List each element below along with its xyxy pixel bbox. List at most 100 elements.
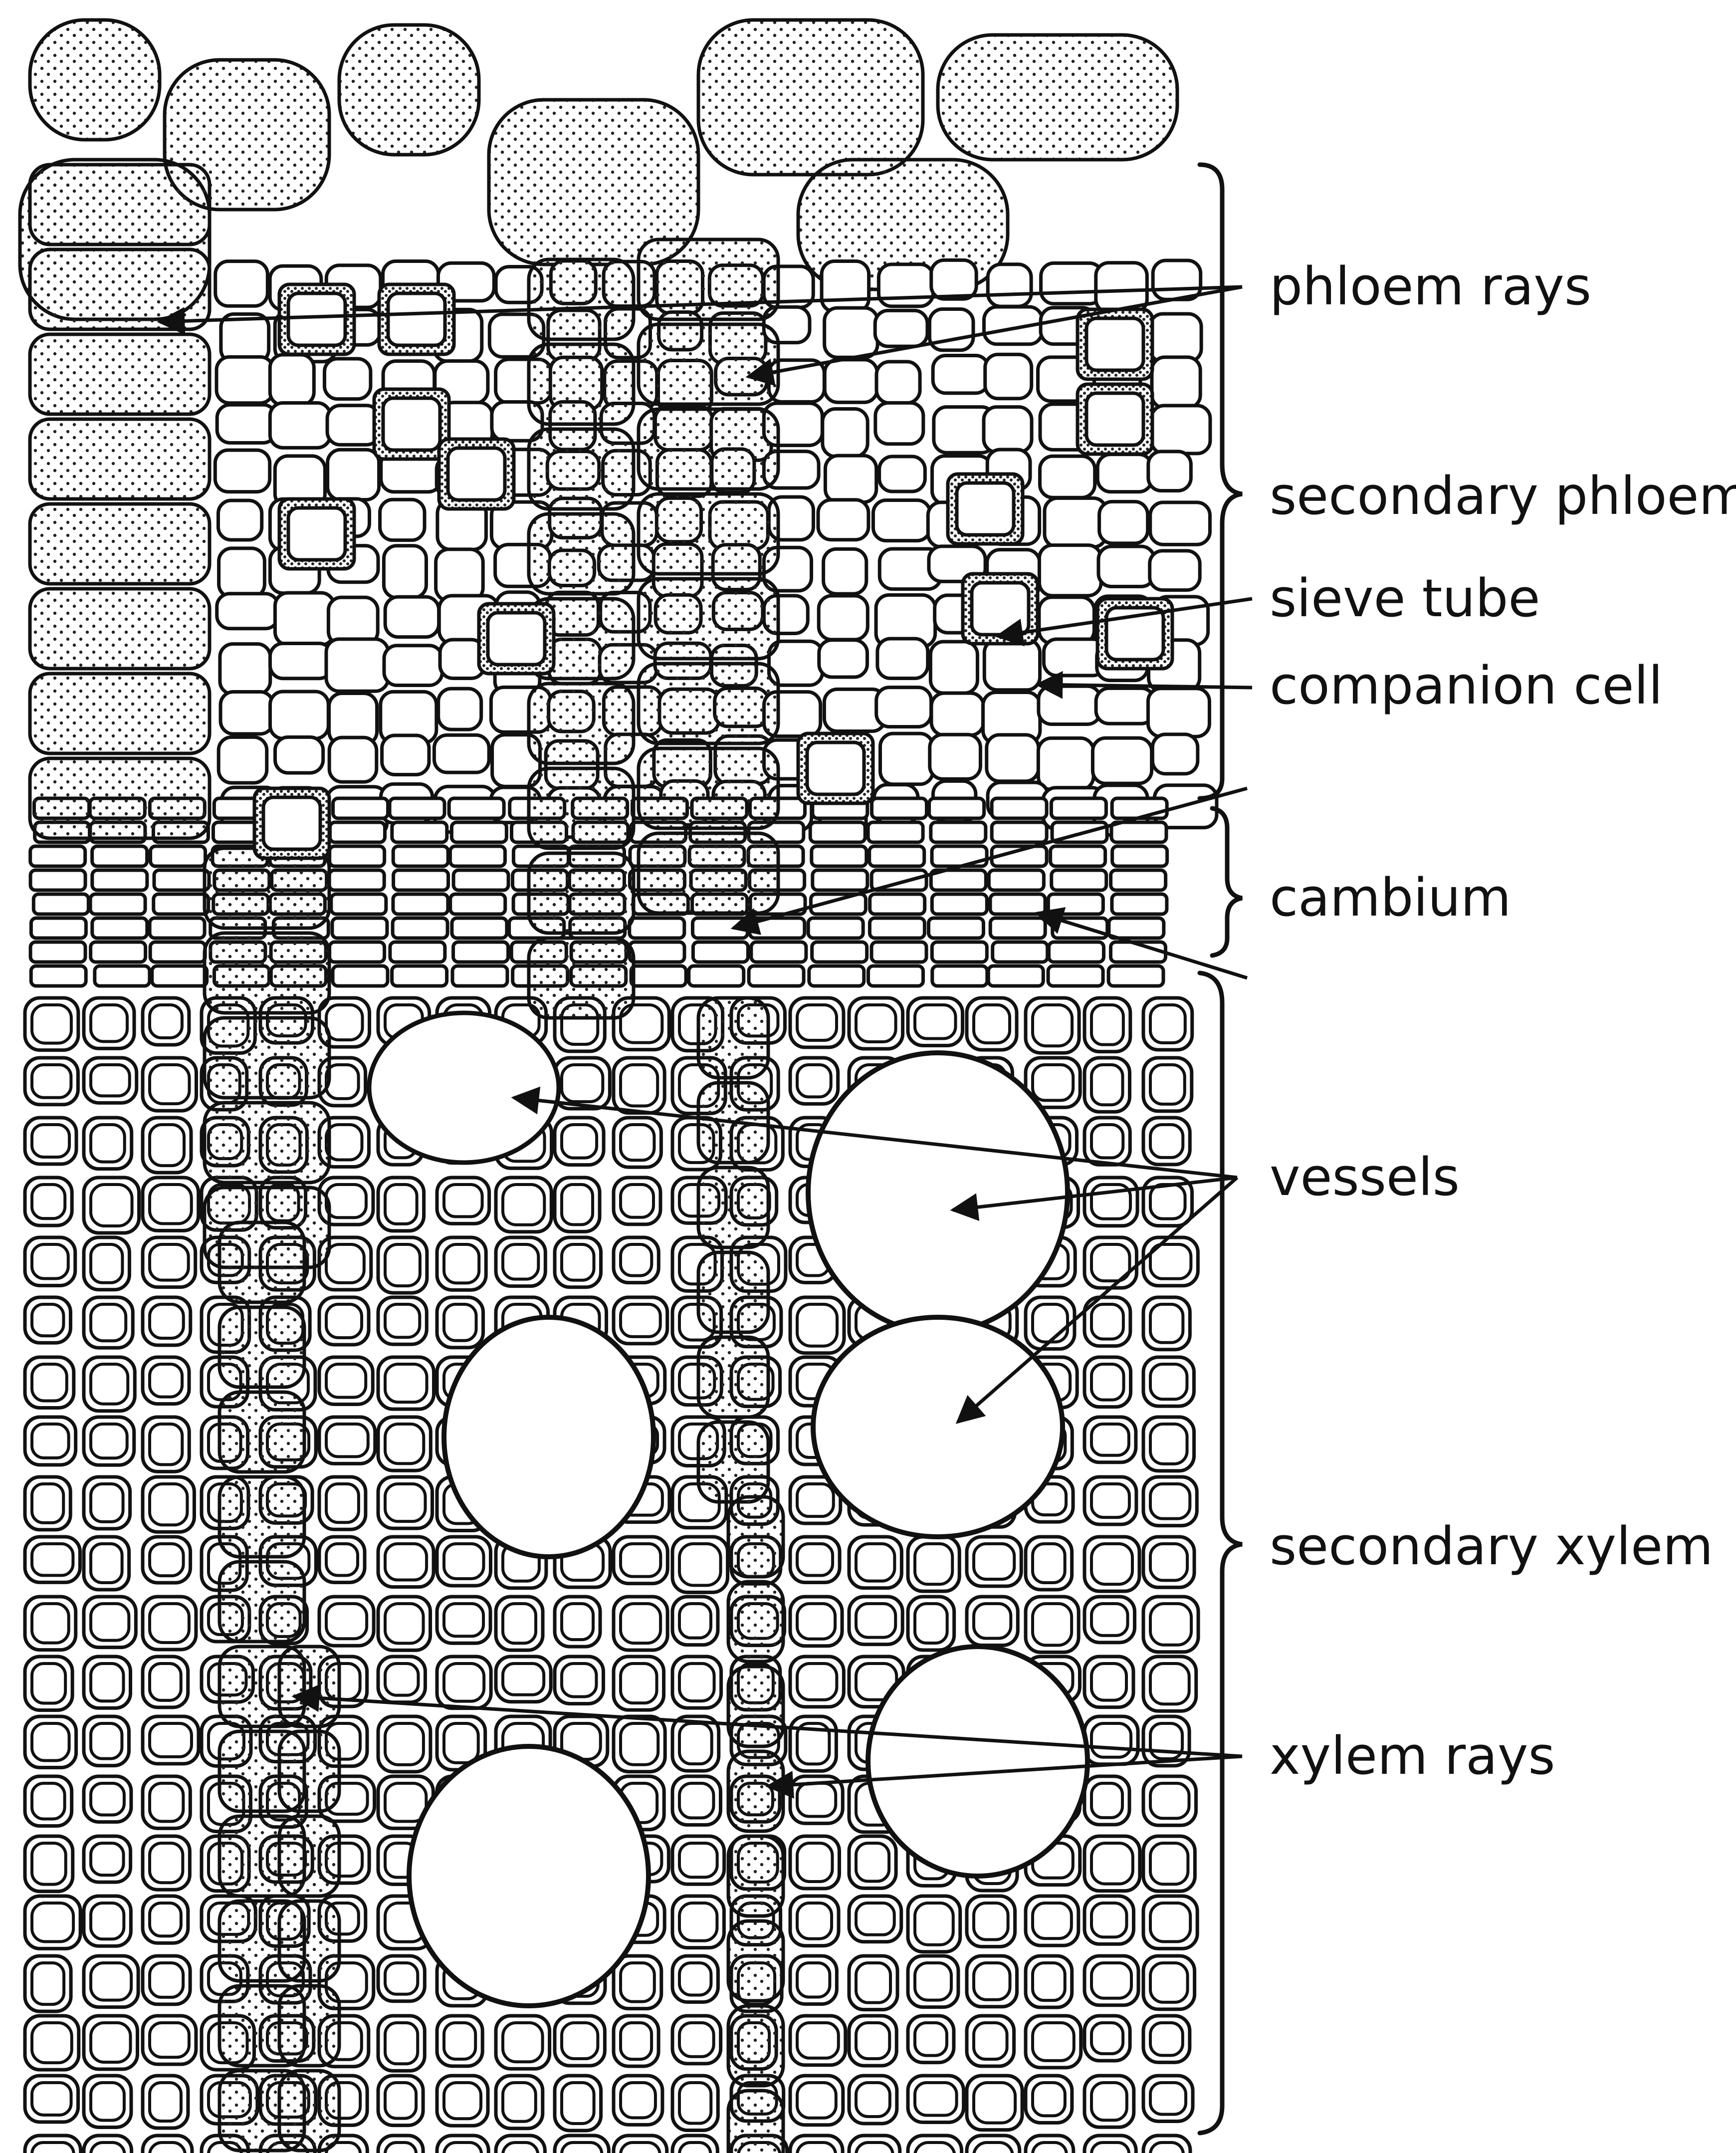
sieve-tube-lumen [448,448,505,500]
cambium-cell [152,966,207,986]
cambium-cell [150,942,205,962]
phloem-parenchyma-cell [879,457,925,491]
sieve-tube-lumen [488,613,545,665]
cambium-cell [1049,942,1103,962]
cambium-cell [932,966,987,986]
phloem-parenchyma-cell [819,640,868,677]
sieve-tube-lumen [263,797,320,849]
ray-cell [698,1337,768,1417]
cambium-cell [993,942,1048,962]
vessel-element [369,1013,559,1163]
label-vessels: vessels [1270,1147,1460,1207]
cambium-cell [992,822,1047,842]
cambium-cell [392,822,447,842]
ray-cell [698,1422,768,1502]
cambium-cell [871,798,926,818]
cambium-cell [392,966,447,986]
cambium-cell [931,822,986,842]
phloem-parenchyma-cell [384,646,442,686]
cambium-cell [451,822,506,842]
phloem-parenchyma-cell [217,357,273,403]
ray-cell [698,1168,768,1247]
ray-cell [698,998,768,1078]
cambium-cell [693,942,748,962]
phloem-parenchyma-cell [877,639,928,678]
ray-cell [728,1582,783,1662]
sieve-tube-lumen [388,293,445,345]
phloem-parenchyma-cell [1039,597,1094,644]
cambium-cell [932,894,987,914]
ray-cell [279,2071,339,2151]
phloem-parenchyma-cell [385,597,438,637]
phloem-parenchyma-cell [275,593,334,645]
cambium-cell [1109,918,1164,938]
ray-cell [639,324,778,404]
phloem-parenchyma-cell [436,549,483,601]
label-cambium: cambium [1270,867,1511,928]
ray-cell [205,1018,329,1098]
phloem-parenchyma-cell [825,456,876,502]
label-secondary-xylem: secondary xylem [1270,1516,1713,1577]
ray-cell [30,589,210,669]
cambium-cell [31,966,86,986]
phloem-parenchyma-cell [822,261,869,312]
cortex-cell [30,20,160,140]
phloem-parenchyma-cell [984,640,1040,690]
phloem-parenchyma-cell [1148,689,1209,736]
phloem-parenchyma-cell [384,546,426,598]
cambium-cell [92,870,147,890]
cambium-cell [333,966,388,986]
cambium-cell [630,942,684,962]
phloem-parenchyma-cell [217,405,276,443]
phloem-parenchyma-cell [1098,546,1154,586]
phloem-parenchyma-cell [324,359,370,399]
sieve-tube-lumen [383,398,440,450]
phloem-parenchyma-cell [219,548,265,597]
phloem-parenchyma-cell [873,500,930,540]
ray-cell [728,1497,783,1577]
ray-cell [529,259,634,339]
ray-cell [205,933,329,1013]
cambium-cell [992,798,1047,818]
cambium-cell [990,894,1045,914]
phloem-parenchyma-cell [825,360,877,403]
cambium-cell [869,846,924,866]
ray-cell [728,1921,783,2001]
phloem-parenchyma-cell [220,644,270,695]
vessel-element [444,1317,653,1557]
phloem-parenchyma-cell [1152,734,1198,774]
cambium-cell [329,870,384,890]
phloem-parenchyma-cell [380,499,425,540]
ray-cell [639,833,778,913]
ray-cell [639,409,778,489]
phloem-parenchyma-cell [329,737,377,782]
cambium-cell [394,870,448,890]
bracket-secondary-xylem [1200,973,1242,2133]
cambium-cell [809,966,864,986]
phloem-parenchyma-cell [1039,545,1101,596]
phloem-parenchyma-cell [1152,357,1200,408]
ray-cell [639,748,778,828]
cambium-cell [813,870,868,890]
phloem-parenchyma-cell [216,261,268,306]
phloem-parenchyma-cell [825,308,877,357]
cambium-cell [33,894,88,914]
ray-cell [529,429,634,509]
ray-cell [205,848,329,928]
phloem-parenchyma-cell [875,310,927,346]
phloem-parenchyma-cell [220,692,273,733]
cambium-cell [154,894,209,914]
phloem-parenchyma-cell [1096,688,1154,723]
tissue-drawing [15,10,1217,2153]
phloem-parenchyma-cell [217,594,278,629]
cambium-cell [929,798,984,818]
cambium-cell [452,918,507,938]
ray-cell [279,1986,339,2066]
cambium-cell [1112,894,1167,914]
cambium-cell [31,918,86,938]
sieve-tube-lumen [1086,393,1143,445]
cambium-cell [810,822,865,842]
label-sieve-tube: sieve tube [1270,568,1540,629]
vessel-element [409,1746,649,2006]
